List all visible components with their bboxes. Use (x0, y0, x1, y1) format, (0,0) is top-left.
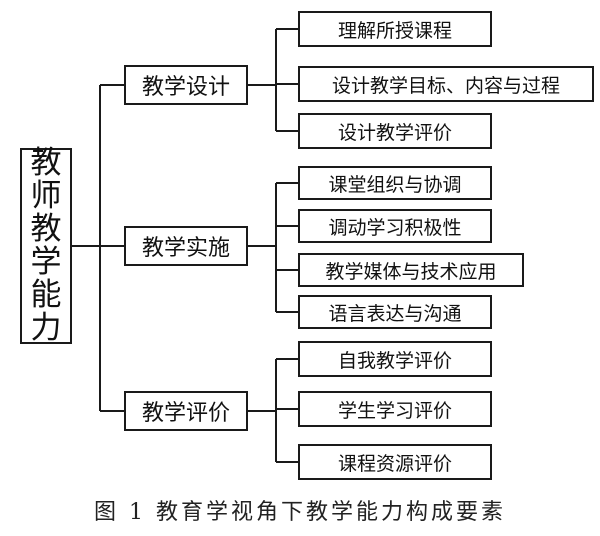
root-label: 教师教学能力 (30, 145, 62, 346)
leaf-label: 课程资源评价 (337, 452, 452, 475)
leaf-node: 自我教学评价 (298, 341, 492, 377)
branch-node-implementation: 教学实施 (124, 226, 248, 266)
leaf-node: 设计教学目标、内容与过程 (298, 66, 594, 102)
leaf-node: 课堂组织与协调 (298, 166, 492, 200)
leaf-label: 设计教学目标、内容与过程 (331, 74, 560, 97)
leaf-label: 理解所授课程 (337, 19, 452, 42)
root-node: 教师教学能力 (20, 145, 72, 346)
leaf-label: 设计教学评价 (337, 121, 452, 144)
leaf-label: 学生学习评价 (337, 399, 452, 422)
leaf-label: 自我教学评价 (337, 349, 452, 372)
figure-caption: 图 1 教育学视角下教学能力构成要素 (94, 500, 506, 525)
leaf-node: 课程资源评价 (298, 444, 492, 480)
branch-label: 教学评价 (141, 401, 230, 426)
leaf-node: 教学媒体与技术应用 (298, 253, 524, 287)
leaf-node: 调动学习积极性 (298, 209, 492, 243)
branch-node-evaluation: 教学评价 (124, 391, 248, 431)
leaf-node: 学生学习评价 (298, 391, 492, 427)
branch-label: 教学实施 (141, 236, 230, 261)
leaf-label: 课堂组织与协调 (328, 173, 462, 196)
leaf-label: 调动学习积极性 (328, 216, 462, 239)
leaf-label: 教学媒体与技术应用 (325, 260, 497, 283)
leaf-node: 理解所授课程 (298, 11, 492, 47)
leaf-node: 设计教学评价 (298, 113, 492, 149)
branch-label: 教学设计 (141, 75, 230, 100)
leaf-label: 语言表达与沟通 (328, 302, 462, 325)
branch-node-design: 教学设计 (124, 65, 248, 105)
leaf-node: 语言表达与沟通 (298, 295, 492, 329)
